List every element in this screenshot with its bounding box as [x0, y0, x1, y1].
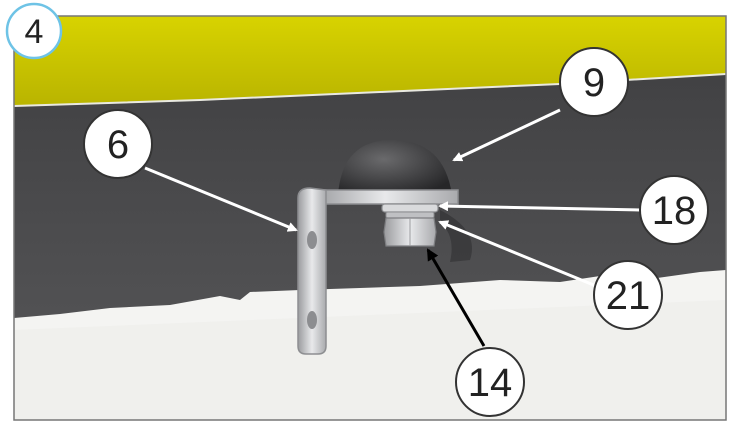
callout-21: 21: [593, 260, 663, 330]
figure-frame: [13, 15, 727, 421]
callout-label-18: 18: [652, 189, 697, 233]
l-bracket-top: [310, 189, 459, 205]
step-number: 4: [25, 13, 44, 51]
callout-label-6: 6: [107, 123, 129, 167]
arrow-21: [438, 220, 597, 288]
callout-label-21: 21: [606, 274, 651, 318]
step-badge: 4: [5, 2, 63, 60]
washer: [381, 203, 439, 213]
arrow-14: [426, 248, 486, 347]
l-bracket-vertical: [297, 187, 327, 355]
arrow-9: [452, 108, 561, 162]
callout-18: 18: [639, 175, 709, 245]
callout-14: 14: [455, 347, 525, 417]
callout-label-14: 14: [468, 361, 513, 405]
callout-arrows: [144, 108, 641, 347]
bumper-assembly: [297, 140, 472, 355]
arrow-6: [144, 166, 298, 232]
rubber-bumper: [338, 140, 452, 195]
callout-label-9: 9: [583, 61, 605, 105]
yellow-panel: [14, 16, 726, 106]
callout-9: 9: [559, 47, 629, 117]
callout-6: 6: [83, 109, 153, 179]
arrow-18: [438, 201, 641, 212]
